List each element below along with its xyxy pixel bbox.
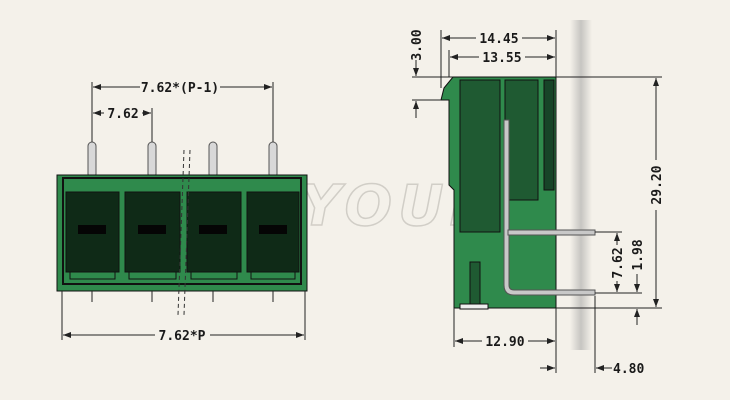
dimension-width-inner: 13.55 — [448, 50, 555, 77]
dimension-pitch: 7.62 — [93, 106, 153, 142]
dimension-width-outer: 14.45 — [440, 30, 557, 88]
cavity — [65, 191, 120, 280]
svg-text:7.62*(P-1): 7.62*(P-1) — [141, 81, 219, 96]
svg-text:4.80: 4.80 — [613, 362, 644, 377]
shadow — [570, 20, 592, 350]
pins — [87, 141, 278, 179]
svg-text:14.45: 14.45 — [479, 32, 518, 47]
dimension-top-step: 3.00 — [410, 29, 453, 118]
dimension-total-width: 7.62*P — [61, 291, 306, 344]
svg-text:29.20: 29.20 — [650, 165, 665, 204]
pin — [87, 141, 97, 179]
dimension-depth: 12.90 — [453, 308, 557, 373]
cavity — [186, 191, 242, 280]
pin-upper — [507, 229, 596, 236]
dimension-pin-offset: 1.98 — [631, 239, 646, 325]
svg-text:7.62: 7.62 — [107, 107, 138, 122]
front-view: 7.62*(P-1) 7.62 7.62*P — [56, 79, 308, 344]
svg-text:7.62*P: 7.62*P — [159, 329, 206, 344]
dimension-pin-protrusion: 4.80 — [540, 296, 644, 377]
svg-text:13.55: 13.55 — [482, 51, 521, 66]
dimension-height: 29.20 — [556, 76, 665, 309]
pin — [147, 141, 157, 179]
cavity — [124, 191, 181, 280]
pin — [208, 141, 218, 179]
dimension-pin-spacing: 7.62 — [595, 231, 642, 294]
cavities — [65, 191, 300, 280]
dimension-pitch-span: 7.62*(P-1) — [91, 79, 274, 142]
svg-text:3.00: 3.00 — [410, 29, 425, 60]
side-view: 14.45 13.55 3.00 29.20 7.62 — [410, 20, 665, 377]
svg-text:1.98: 1.98 — [631, 239, 646, 270]
svg-text:12.90: 12.90 — [485, 335, 524, 350]
pin — [268, 141, 278, 179]
cavity — [246, 191, 300, 280]
svg-text:7.62: 7.62 — [611, 247, 626, 278]
pin-lower — [503, 119, 596, 296]
